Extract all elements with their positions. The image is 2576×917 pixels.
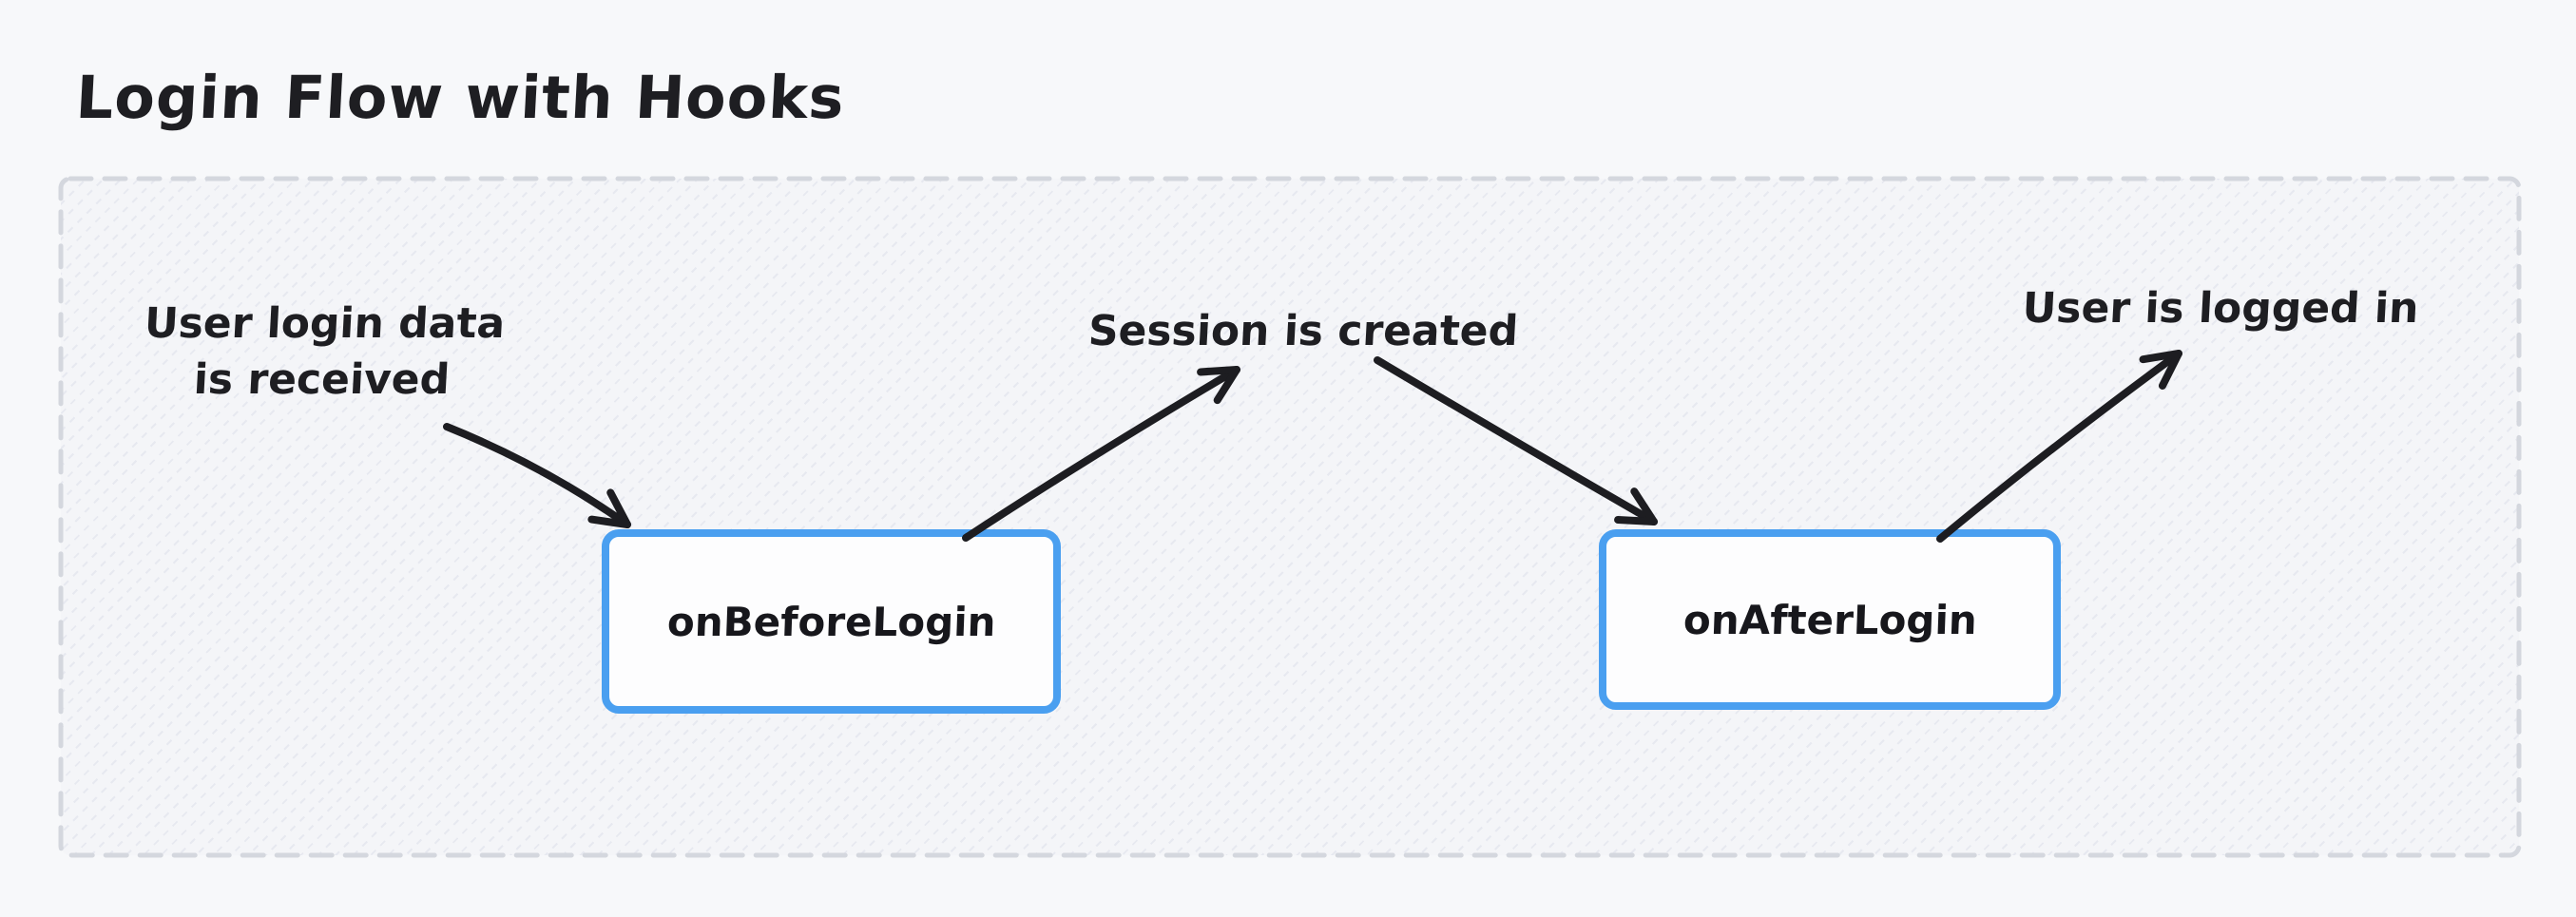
node-onafterlogin-label: onAfterLogin: [1682, 596, 1978, 643]
label-user-logged-in-line1: User is logged in: [2021, 284, 2420, 333]
node-onafterlogin: onAfterLogin: [1599, 529, 2061, 710]
dashed-frame: [61, 179, 2519, 855]
label-session-created-line1: Session is created: [1086, 307, 1520, 355]
label-user-login-data: User login data is received: [111, 296, 535, 409]
label-user-login-data-line2: is received: [192, 354, 452, 404]
node-onbeforelogin: onBeforeLogin: [602, 529, 1061, 714]
node-onbeforelogin-label: onBeforeLogin: [665, 598, 997, 645]
diagram-title: Login Flow with Hooks: [74, 63, 847, 132]
label-session-created: Session is created: [1078, 304, 1528, 360]
label-user-login-data-line1: User login data: [143, 299, 507, 348]
label-user-logged-in: User is logged in: [2009, 281, 2431, 337]
